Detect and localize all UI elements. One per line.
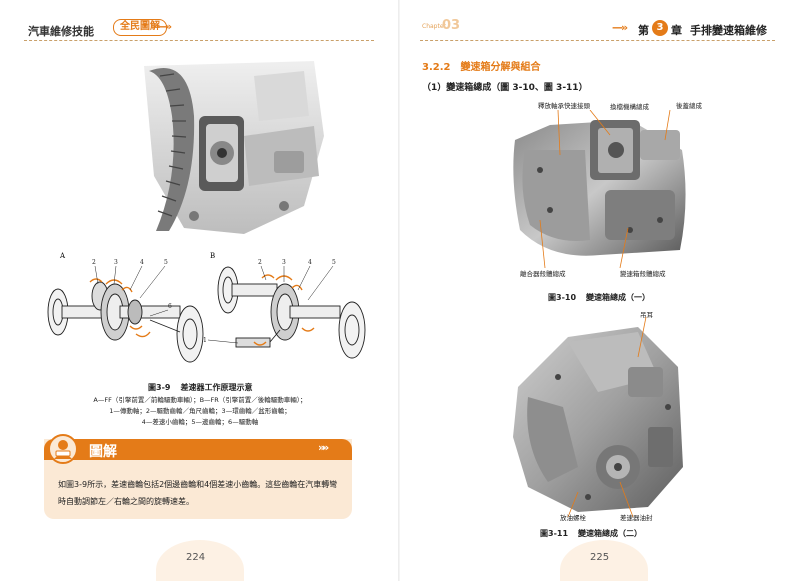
legend-line-3: 4—差速小齒輪；5—邊齒輪；6—驅動軸 bbox=[141, 418, 259, 426]
fig-3-11-caption-text: 變速箱總成（二） bbox=[578, 529, 643, 538]
diagram-b-num-4: 4 bbox=[308, 259, 312, 266]
fig-3-9-caption-num: 圖3-9 bbox=[148, 383, 171, 392]
diagram-b-num-1: 1 bbox=[203, 337, 207, 344]
callout-oil-seal: 差速器油封 bbox=[620, 514, 653, 522]
diagram-a-num-4: 4 bbox=[140, 259, 144, 266]
explanation-text: 如圖3-9所示，差速齒輪包括2個邊齒輪和4個差速小齒輪。這些齒輪在汽車轉彎時自動… bbox=[58, 480, 338, 506]
diagram-a-num-5: 5 bbox=[164, 259, 168, 266]
diagram-a-num-6: 6 bbox=[168, 303, 172, 310]
page-number-bg bbox=[156, 540, 244, 581]
right-page: Chapter 03 —» 第 3 章 手排變速箱維修 3.2.2 變速箱分解與… bbox=[400, 0, 799, 581]
book-title: 汽車維修技能 bbox=[28, 25, 94, 38]
callout-shift-mechanism: 換檔機構總成 bbox=[610, 103, 649, 111]
fig-3-9-caption: 圖3-9 差速器工作原理示意 bbox=[148, 382, 252, 393]
diagram-a-num-3: 3 bbox=[114, 259, 118, 266]
fig-3-10-caption: 圖3-10 變速箱總成（一） bbox=[548, 292, 650, 303]
explanation-title: 圖解 bbox=[89, 444, 117, 460]
page-number-bg bbox=[560, 540, 648, 581]
fig-3-10-caption-text: 變速箱總成（一） bbox=[586, 293, 651, 302]
header-arrow-icon: —» bbox=[156, 20, 172, 33]
diagram-a-num-2: 2 bbox=[92, 259, 96, 266]
series-badge: 全民圖解 bbox=[113, 19, 167, 36]
chapter-zhang: 章 bbox=[671, 24, 682, 37]
left-page: 汽車維修技能 全民圖解 —» bbox=[0, 0, 399, 581]
differential-diagram: A B 2 3 4 5 6 bbox=[47, 252, 366, 363]
explanation-arrow-icon: »» bbox=[318, 441, 329, 454]
transmission-photo-1 bbox=[513, 110, 686, 268]
callout-lifting-lug: 吊耳 bbox=[640, 311, 653, 319]
diagram-b-num-5: 5 bbox=[332, 259, 336, 266]
header-divider bbox=[420, 40, 775, 41]
callout-clutch-housing: 離合器殼體總成 bbox=[520, 270, 566, 278]
page-number: 224 bbox=[186, 552, 206, 563]
chapter-title: 手排變速箱維修 bbox=[690, 24, 767, 37]
callout-drain-plug: 放油螺栓 bbox=[560, 514, 586, 522]
diagram-a bbox=[47, 281, 204, 363]
legend-line-2: 1—傳動軸；2—驅動齒輪／角尺齒輪；3—環齒輪／盆形齒輪； bbox=[109, 407, 291, 415]
fig-3-9-legend: A—FF（引擎前置／前輪驅動車輛）；B—FR（引擎前置／後輪驅動車輛）； 1—傳… bbox=[40, 395, 360, 428]
header-divider bbox=[24, 40, 374, 41]
subsection-title: （1）變速箱總成（圖 3-10、圖 3-11） bbox=[422, 83, 588, 93]
chapter-number-badge: 3 bbox=[652, 20, 668, 36]
fig-3-9-caption-text: 差速器工作原理示意 bbox=[180, 383, 253, 392]
callout-rear-cover: 後蓋總成 bbox=[676, 102, 702, 110]
diagram-b bbox=[217, 266, 366, 359]
diagram-label-b: B bbox=[210, 252, 215, 260]
book-gutter bbox=[398, 0, 401, 581]
header-arrow-icon: —» bbox=[612, 21, 628, 34]
fig-3-10-caption-num: 圖3-10 bbox=[548, 293, 577, 302]
diagram-label-a: A bbox=[59, 252, 66, 260]
section-title: 3.2.2 變速箱分解與組合 bbox=[422, 62, 541, 73]
page-number: 225 bbox=[590, 552, 610, 563]
differential-photo bbox=[74, 56, 324, 241]
transmission-photo-2 bbox=[513, 317, 683, 517]
diagram-b-num-3: 3 bbox=[282, 259, 286, 266]
fig-3-11-caption: 圖3-11 變速箱總成（二） bbox=[540, 528, 642, 539]
explanation-header-bar bbox=[44, 439, 352, 460]
diagram-b-num-2: 2 bbox=[258, 259, 262, 266]
legend-line-1: A—FF（引擎前置／前輪驅動車輛）；B—FR（引擎前置／後輪驅動車輛）； bbox=[93, 396, 307, 404]
chapter-number-ghost: 03 bbox=[442, 18, 461, 33]
callout-transmission-housing: 變速箱殼體總成 bbox=[620, 270, 666, 278]
explanation-person-icon bbox=[48, 434, 78, 464]
fig-3-11-caption-num: 圖3-11 bbox=[540, 529, 569, 538]
chapter-label: Chapter bbox=[422, 23, 446, 30]
chapter-di: 第 bbox=[638, 24, 649, 37]
callout-release-bearing: 釋放軸承快速接頭 bbox=[538, 102, 590, 110]
